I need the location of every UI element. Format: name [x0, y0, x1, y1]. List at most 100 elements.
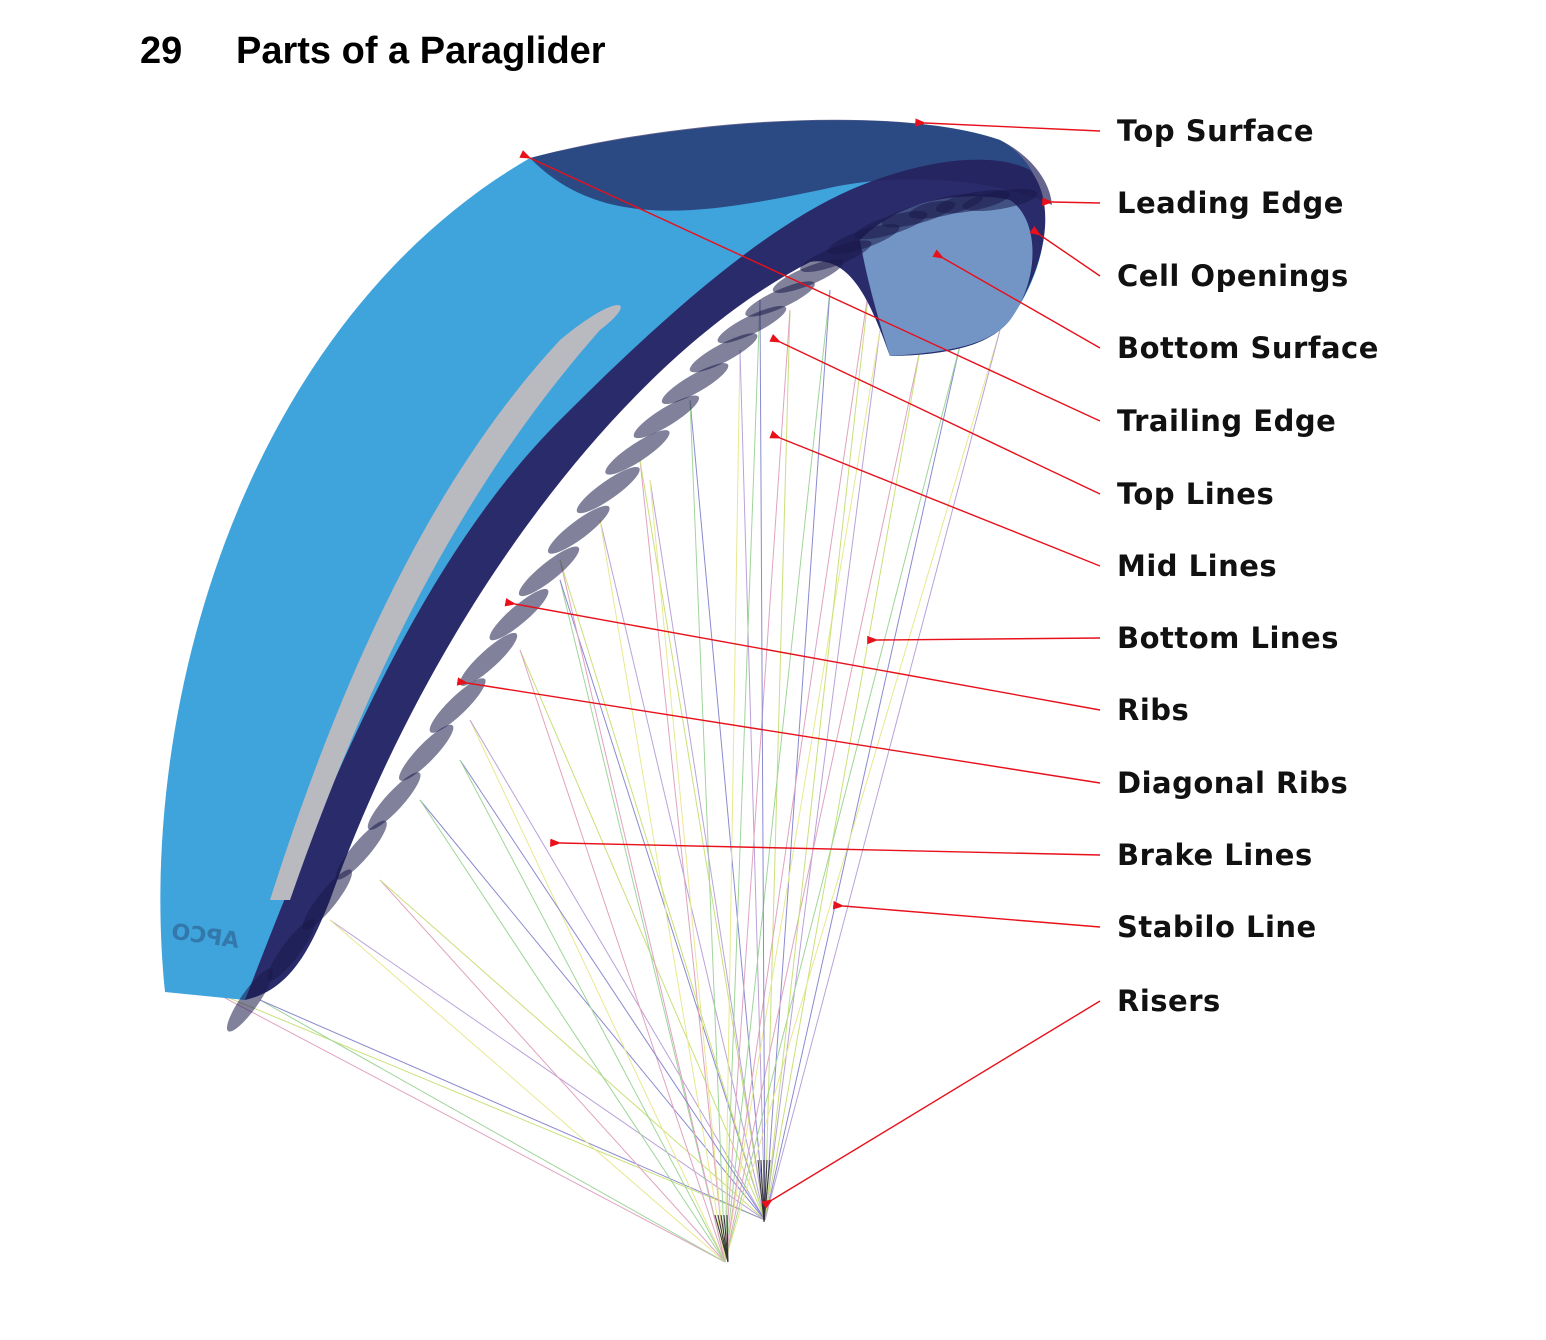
page-heading: 29 Parts of a Paraglider: [140, 30, 606, 73]
rib: [489, 588, 549, 641]
label-ribs: Ribs: [1117, 693, 1190, 727]
suspension-line: [599, 519, 766, 1221]
suspension-line: [726, 1214, 729, 1263]
suspension-line: [469, 719, 766, 1221]
arrow-top-surface: [915, 118, 1101, 132]
rib: [547, 505, 610, 554]
canopy: APCO: [160, 119, 1052, 1032]
rib: [429, 678, 486, 733]
suspension-line: [259, 999, 766, 1221]
suspension-line: [764, 329, 1001, 1221]
rib: [962, 188, 1038, 212]
suspension-line: [329, 919, 726, 1263]
suspension-line: [559, 579, 726, 1263]
suspension-line: [459, 759, 726, 1263]
rib: [689, 333, 758, 373]
rib: [335, 820, 387, 880]
label-stabilo-line: Stabilo Line: [1117, 910, 1317, 944]
cell-openings: [860, 196, 1033, 356]
arrow-ribs: [504, 598, 1101, 711]
suspension-line: [329, 919, 766, 1221]
label-top-surface: Top Surface: [1117, 114, 1315, 148]
rib: [745, 281, 815, 317]
label-bottom-surface: Bottom Surface: [1117, 331, 1379, 365]
rib: [399, 724, 454, 781]
suspension-line: [379, 879, 726, 1263]
arrow-bottom-surface: [932, 249, 1101, 349]
arrow-diagonal-ribs: [456, 677, 1101, 784]
suspension-line: [724, 329, 1001, 1263]
grey-inner-band: [270, 305, 621, 900]
suspension-line: [559, 559, 766, 1221]
arrow-cell-openings: [1029, 226, 1101, 277]
arrow-trailing-edge: [519, 150, 1101, 422]
suspension-line: [459, 759, 766, 1221]
suspension-line: [379, 879, 766, 1221]
label-bottom-lines: Bottom Lines: [1117, 621, 1339, 655]
arrow-mid-lines: [769, 430, 1101, 567]
suspension-line: [764, 329, 881, 1221]
rib: [459, 632, 518, 686]
suspension-line: [649, 479, 766, 1221]
ribs: [226, 188, 1038, 1032]
arrow-bottom-lines: [867, 635, 1101, 645]
label-top-lines: Top Lines: [1117, 477, 1275, 511]
suspension-line: [764, 344, 961, 1221]
suspension-line: [724, 349, 741, 1263]
top-surface: [160, 120, 1045, 1000]
arrow-top-lines: [769, 334, 1101, 495]
suspension-line: [259, 999, 726, 1263]
suspension-line: [724, 309, 791, 1263]
label-brake-lines: Brake Lines: [1117, 838, 1313, 872]
suspension-line: [559, 559, 726, 1263]
suspension-line: [764, 309, 791, 1221]
arrow-brake-lines: [550, 838, 1101, 856]
suspension-line: [519, 649, 766, 1221]
suspension-line: [209, 989, 726, 1263]
rib: [605, 430, 670, 475]
label-leading-edge: Leading Edge: [1117, 186, 1344, 220]
suspension-line: [764, 349, 921, 1221]
suspension-line: [739, 349, 766, 1221]
suspension-line: [763, 1159, 771, 1223]
rib: [633, 395, 700, 439]
suspension-line: [764, 289, 831, 1221]
suspension-line: [639, 459, 726, 1263]
rib: [367, 772, 421, 830]
suspension-line: [724, 349, 921, 1263]
label-arrows: [456, 118, 1101, 1209]
suspension-line: [419, 799, 726, 1263]
label-trailing-edge: Trailing Edge: [1117, 404, 1337, 438]
label-mid-lines: Mid Lines: [1117, 549, 1278, 583]
arrow-stabilo-line: [832, 901, 1101, 928]
suspension-line: [764, 279, 871, 1221]
rib: [717, 305, 787, 344]
rib: [302, 869, 352, 930]
rib: [226, 968, 274, 1032]
rib: [661, 363, 729, 405]
suspension-line: [469, 719, 726, 1263]
section-number: 29: [140, 30, 183, 72]
suspension-line: [724, 329, 881, 1263]
section-title: Parts of a Paraglider: [236, 30, 606, 72]
suspension-lines: [209, 279, 1001, 1263]
leading-edge: [530, 119, 1052, 211]
suspension-line: [724, 289, 831, 1263]
suspension-line: [724, 279, 871, 1263]
arrow-leading-edge: [1042, 197, 1101, 206]
suspension-line: [639, 459, 766, 1221]
arrow-risers: [761, 1000, 1101, 1209]
suspension-line: [689, 399, 766, 1221]
label-diagonal-ribs: Diagonal Ribs: [1117, 766, 1349, 800]
suspension-line: [759, 299, 766, 1221]
suspension-line: [649, 479, 726, 1263]
suspension-line: [209, 989, 766, 1221]
rib: [267, 918, 316, 981]
suspension-line: [724, 344, 961, 1263]
label-risers: Risers: [1117, 984, 1221, 1018]
suspension-line: [689, 399, 726, 1263]
rib: [576, 466, 640, 514]
label-cell-openings: Cell Openings: [1117, 259, 1349, 293]
suspension-line: [519, 649, 726, 1263]
